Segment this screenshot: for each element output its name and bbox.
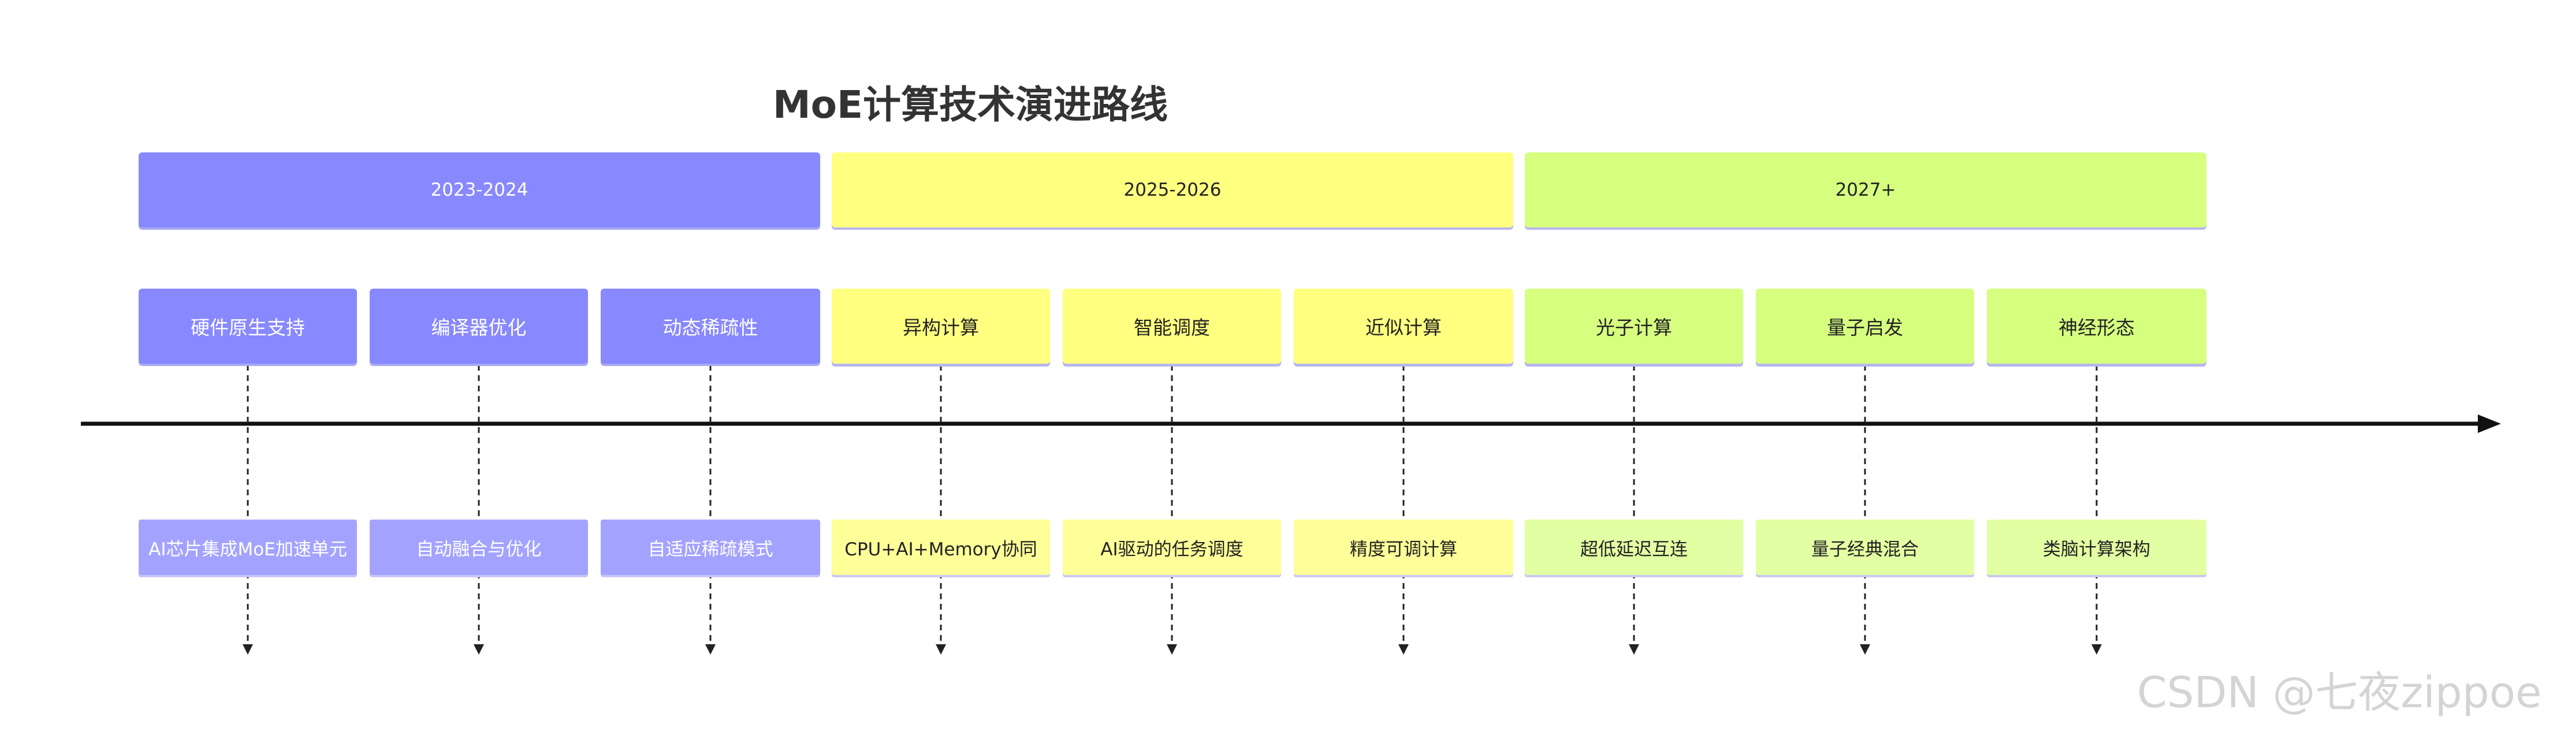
detail-ultra-low-latency: 超低延迟互连 [1525, 520, 1743, 575]
connector-arrowhead [474, 644, 484, 655]
detail-adaptive-sparse: 自适应稀疏模式 [601, 520, 820, 575]
connector-arrowhead [2091, 644, 2102, 655]
diagram-title: MoE计算技术演进路线 [772, 83, 1168, 127]
detail-ai-chip-moe: AI芯片集成MoE加速单元 [139, 520, 357, 575]
topic-neuromorphic: 神经形态 [1987, 289, 2206, 364]
topic-dynamic-sparsity: 动态稀疏性 [601, 289, 820, 364]
topic-approximate-computing: 近似计算 [1294, 289, 1513, 364]
topic-intelligent-scheduling: 智能调度 [1063, 289, 1281, 364]
period-2025-2026: 2025-2026 [832, 152, 1513, 227]
topic-quantum-inspired: 量子启发 [1756, 289, 1974, 364]
detail-quantum-classical: 量子经典混合 [1756, 520, 1974, 575]
topic-hardware-native: 硬件原生支持 [139, 289, 357, 364]
connector-arrowhead [936, 644, 946, 655]
connector-arrowhead [243, 644, 253, 655]
detail-cpu-ai-memory: CPU+AI+Memory协同 [832, 520, 1050, 575]
period-2027-plus: 2027+ [1525, 152, 2206, 227]
period-2023-2024: 2023-2024 [139, 152, 820, 227]
detail-auto-fusion: 自动融合与优化 [370, 520, 588, 575]
connector-arrowhead [1398, 644, 1409, 655]
detail-brain-like: 类脑计算架构 [1987, 520, 2206, 575]
detail-ai-driven-scheduling: AI驱动的任务调度 [1063, 520, 1281, 575]
topic-heterogeneous-computing: 异构计算 [832, 289, 1050, 364]
detail-precision-tunable: 精度可调计算 [1294, 520, 1513, 575]
connector-arrowhead [1860, 644, 1870, 655]
connector-arrowhead [1167, 644, 1177, 655]
connector-arrowhead [1629, 644, 1639, 655]
watermark: CSDN @七夜zippoe [2137, 668, 2542, 718]
timeline-arrowhead [2478, 414, 2501, 433]
connector-arrowhead [705, 644, 716, 655]
topic-photonic-computing: 光子计算 [1525, 289, 1743, 364]
topic-compiler-optimization: 编译器优化 [370, 289, 588, 364]
